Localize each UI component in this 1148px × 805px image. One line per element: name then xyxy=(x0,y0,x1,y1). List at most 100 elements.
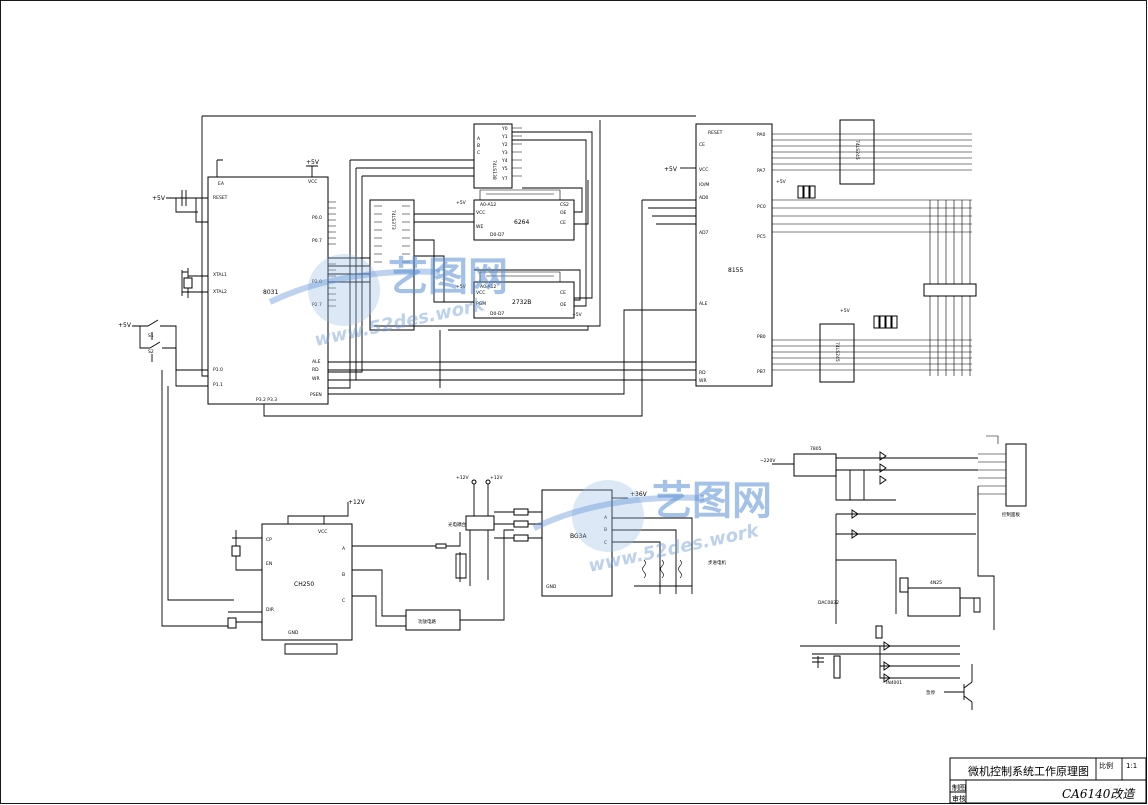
pullup-supply-1: +5V xyxy=(776,179,787,185)
pio-pin-ale: ALE xyxy=(699,301,708,307)
decoder-pin-y7: Y7 xyxy=(501,176,508,182)
regulator-label: 7805 xyxy=(810,446,822,452)
decoder-74ls138: 74LS138 Y0 Y1 Y2 Y3 Y4 Y5 Y7 A B C xyxy=(473,123,522,189)
pio-pin-pc0: PC0 xyxy=(757,204,766,210)
decoder-pin-y2: Y2 xyxy=(501,142,508,148)
pullup-supply-2: +5V xyxy=(840,308,851,314)
opto-supply-1: +12V xyxy=(456,475,469,481)
pulse-pin-gnd: GND xyxy=(288,630,299,636)
eprom-2732: 2732B A0-A12 VCC PGM D0-D7 CE OE +5V +5V xyxy=(456,271,583,319)
pullup-resistors-2 xyxy=(873,315,898,329)
reset-supply: +5V xyxy=(152,195,166,202)
cpu-pin-psen: PSEN xyxy=(310,392,322,398)
stop-label: 急停 xyxy=(926,689,935,696)
title-block-drawing-no: CA6140改造 xyxy=(1062,787,1135,801)
cpu-pin-p27: P2.7 xyxy=(312,302,322,308)
ram-pin-data: D0-D7 xyxy=(490,232,504,238)
eprom-supply-out: +5V xyxy=(572,312,583,318)
panel-connector: 控制面板 xyxy=(978,435,1027,518)
driver-pin-gnd: GND xyxy=(546,584,557,590)
latch-label: 74LS373 xyxy=(390,210,396,230)
eprom-supply: +5V xyxy=(456,284,467,290)
decoder-pin-b: B xyxy=(477,143,480,149)
pio-pin-pb7: PB7 xyxy=(757,369,766,375)
cpu-pin-vcc: VCC xyxy=(308,179,317,185)
pulse-distributor-ch250: CH250 CP EN DIR A B C VCC GND +12V xyxy=(227,499,366,655)
pulse-supply: +12V xyxy=(348,499,366,506)
cpu-pin-p00: P0.0 xyxy=(312,215,322,221)
decoder-pin-y4: Y4 xyxy=(501,158,508,164)
watermark-brand-2: 艺图网 xyxy=(652,478,772,524)
pio-pin-pa7: PA7 xyxy=(757,168,766,174)
opto-coupler: +12V +12V 光电耦合 xyxy=(352,475,503,586)
ic-label-2: 4N25 xyxy=(930,580,942,586)
decoder-pin-a: A xyxy=(477,136,481,142)
ram-6264: 6264 A0-A12 VCC WE D0-D7 CS2 OE CE +5V xyxy=(456,189,575,241)
opto-label: 光电耦合 xyxy=(448,521,466,528)
pullup-resistors-1 xyxy=(797,185,816,199)
cpu-label: 8031 xyxy=(263,289,278,296)
decoder-pin-y0: Y0 xyxy=(501,126,508,132)
display-matrix xyxy=(772,133,977,376)
switch-s2-label: S2 xyxy=(148,349,154,355)
title-block-row1: 制图 xyxy=(952,783,966,792)
cpu-pin-p32: P3.2 P3.3 xyxy=(256,397,277,403)
pio-8155: 8155 RESET CE VCC IO/M AD0 AD7 ALE RD WR… xyxy=(664,123,773,387)
cpu-pin-p11: P1.1 xyxy=(213,382,223,388)
pio-pin-rd: RD xyxy=(699,370,706,376)
pio-pin-vcc: VCC xyxy=(699,167,708,173)
ic-label-1: DAC0832 xyxy=(818,600,839,606)
amplifier-label: 功放电路 xyxy=(418,618,436,625)
switch-supply: +5V xyxy=(118,322,132,329)
pio-label: 8155 xyxy=(728,267,743,274)
decoder-pin-c: C xyxy=(477,150,480,156)
cpu-pin-xtal2: XTAL2 xyxy=(213,289,227,295)
opto-supply-2: +12V xyxy=(490,475,503,481)
title-block-row2: 审核 xyxy=(952,794,966,803)
cpu-pin-reset: RESET xyxy=(213,195,228,201)
pio-pin-ad0: AD0 xyxy=(699,195,709,201)
ram-label: 6264 xyxy=(514,219,529,226)
cpu-pin-rd: RD xyxy=(312,367,319,373)
bus-wires xyxy=(161,115,696,627)
ram-pin-ce: CE xyxy=(560,220,566,226)
amplifier: 功放电路 xyxy=(352,529,514,631)
pio-pin-pa0: PA0 xyxy=(757,132,766,138)
eprom-pin-data: D0-D7 xyxy=(490,311,504,317)
watermark-brand-1: 艺图网 xyxy=(388,254,508,300)
pio-pin-ad7: AD7 xyxy=(699,230,709,236)
motor-label: 步进电机 xyxy=(708,559,726,566)
decoder-pin-y1: Y1 xyxy=(501,134,508,140)
eprom-label: 2732B xyxy=(512,299,531,306)
cpu-pin-ale: ALE xyxy=(312,359,321,365)
pulse-pin-a: A xyxy=(342,546,346,552)
switch-s1 xyxy=(132,319,208,371)
buffer-top-label: 74LS245 xyxy=(854,140,860,160)
eprom-pin-oe: OE xyxy=(560,302,567,308)
ram-supply: +5V xyxy=(456,200,467,206)
pio-pin-reset: RESET xyxy=(708,130,723,136)
cpu-pin-xtal1: XTAL1 xyxy=(213,272,227,278)
driver-label: BG3A xyxy=(570,533,587,540)
cpu-vcc-supply: +5V xyxy=(306,159,320,166)
panel-label: 控制面板 xyxy=(1002,511,1020,518)
ram-pin-vcc: VCC xyxy=(476,210,485,216)
regulator-7805: 7805 ~220V xyxy=(760,446,978,501)
cpu-pin-wr: WR xyxy=(312,376,320,382)
pulse-label: CH250 xyxy=(294,581,314,588)
ram-pin-oe: OE xyxy=(560,210,567,216)
title-block-scale-label: 比例 xyxy=(1099,761,1113,770)
pulse-pin-b: B xyxy=(342,572,345,578)
pulse-pin-en: EN xyxy=(266,561,272,567)
pio-supply: +5V xyxy=(664,166,678,173)
cpu-pin-p20: P2.0 xyxy=(312,279,322,285)
pulse-pin-cp: CP xyxy=(266,537,272,543)
driver-bg3a: BG3A A B C GND +36V 步进电机 xyxy=(494,489,726,597)
eprom-pin-pgm: PGM xyxy=(476,301,486,307)
driver-supply: +36V xyxy=(630,491,648,498)
ram-pin-cs2: CS2 xyxy=(560,202,569,208)
ram-pin-addr: A0-A12 xyxy=(480,202,496,208)
driver-pin-a: A xyxy=(604,515,608,521)
